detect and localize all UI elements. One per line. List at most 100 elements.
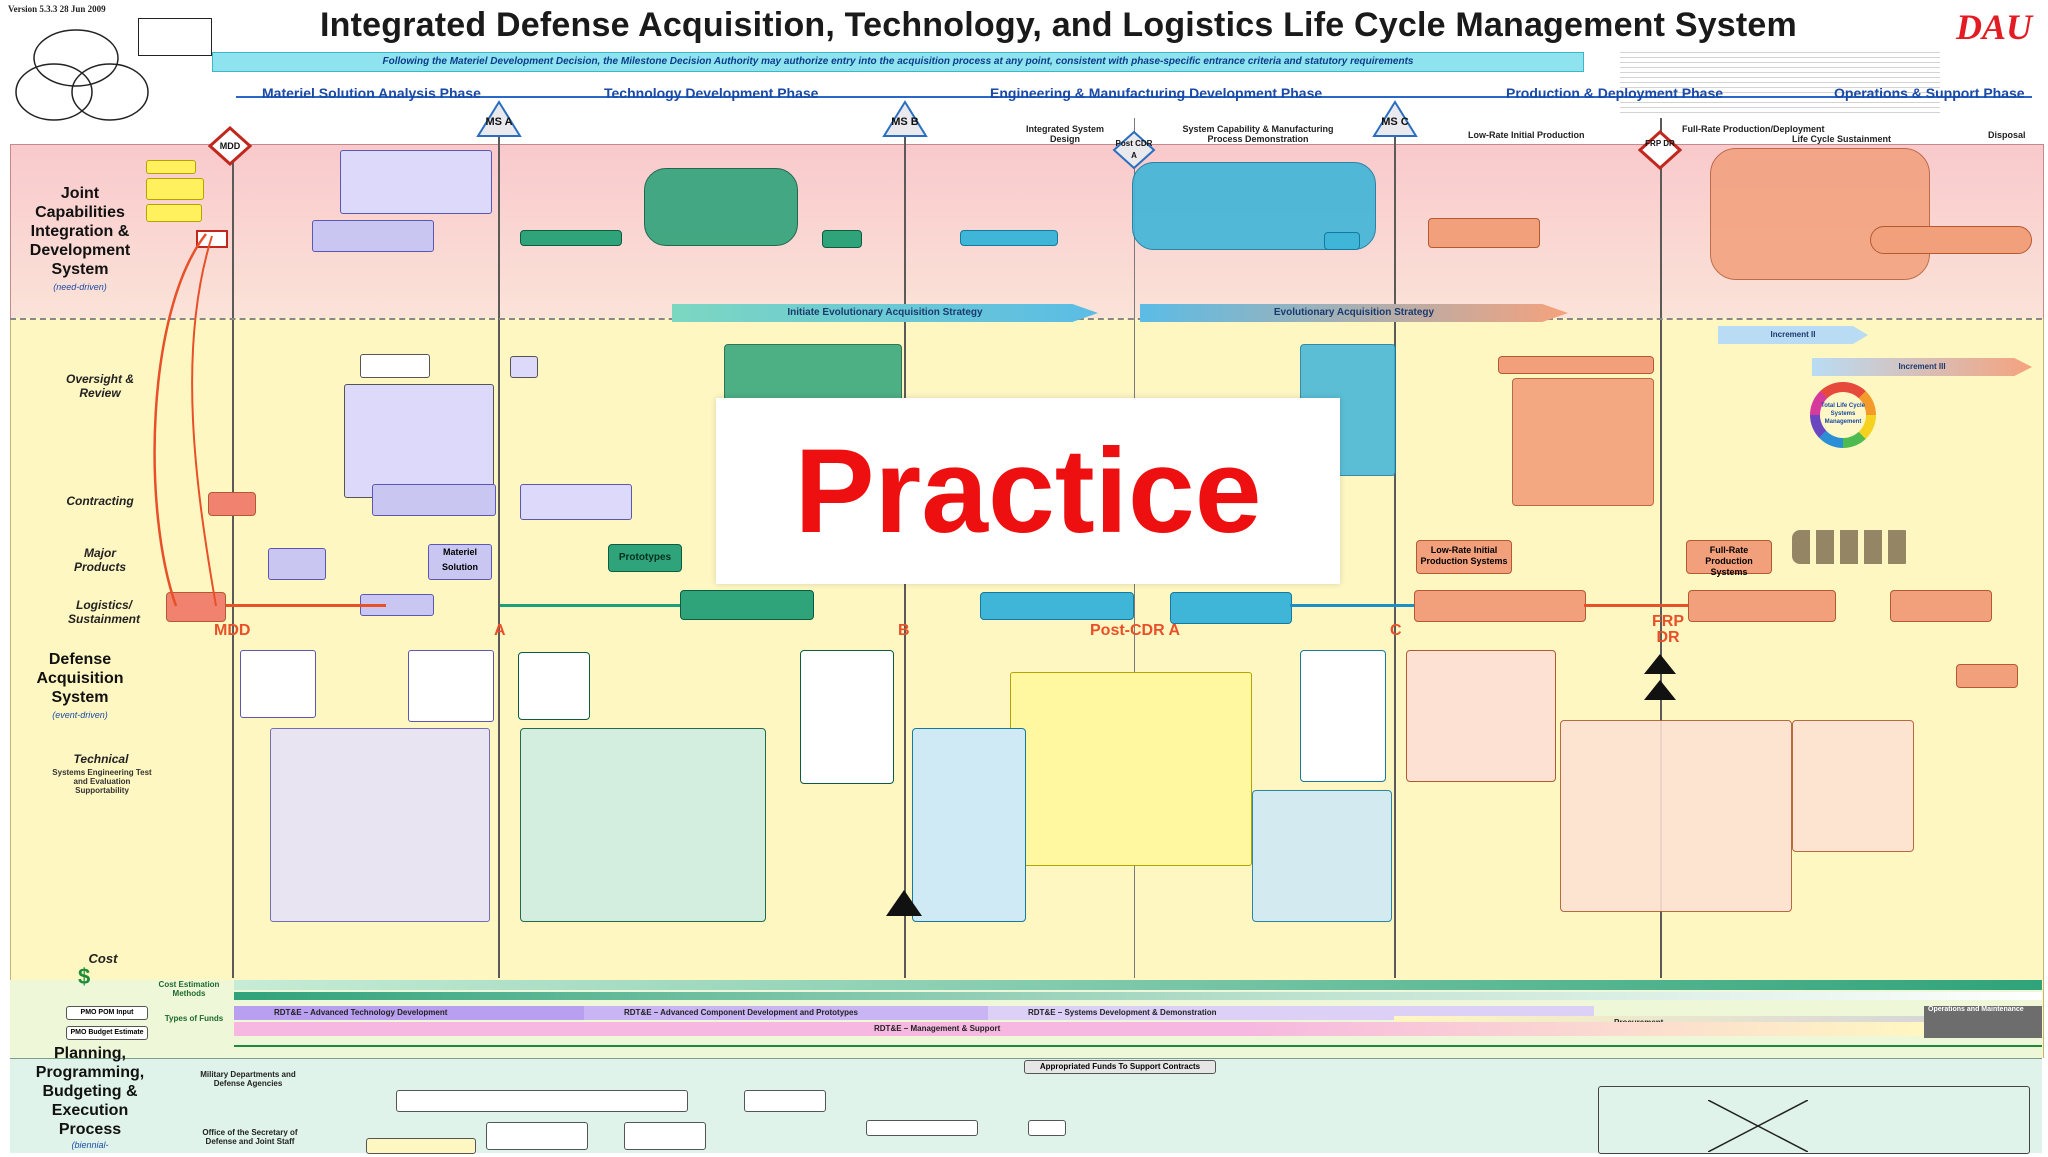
dollar-icon: $ [78,964,91,989]
cost-estimation-bar [234,980,2042,990]
fund-rdte-mgmt: RDT&E – Management & Support [234,1022,1924,1036]
tech-td-inputs [518,652,590,720]
letter-c: C [1390,622,1402,639]
tech-msa-outputs [408,650,494,722]
cost-estimation-label: Cost Estimation Methods [158,980,220,998]
logistics-emd [980,592,1134,620]
ppbe-pomsd [1028,1120,1066,1136]
letter-frp: FRP DR [1652,613,1684,646]
appropriated-funds: Appropriated Funds To Support Contracts [1024,1060,1216,1074]
milestone-b [882,100,928,146]
tank-icons [1792,530,1912,564]
fund-rdte-2: RDT&E – Advanced Component Development a… [584,1006,988,1020]
ppbe-cross-lines [1707,1099,1809,1153]
product-alt-materiel [268,548,326,580]
separator-frp [1660,118,1662,978]
tech-pd-cluster [1406,650,1556,782]
tech-os-cluster [1792,720,1914,852]
practice-watermark-box [716,398,1340,584]
pyramid-icon-frp [1640,652,1680,704]
row-cost: Cost [88,951,118,966]
right-intro-text [1620,48,1940,114]
milestone-post-cdr [1112,130,1156,170]
product-frp: Full-Rate Production Systems [1686,540,1772,577]
row-jcids: Joint Capabilities Integration & Develop… [29,185,131,278]
letter-b: B [898,622,910,639]
funding-arrows-row [234,1044,2042,1060]
ppbe-pom-budget-submit [744,1090,826,1112]
logistics-emd-2 [1170,592,1292,624]
jcids-jcd [146,178,204,200]
tech-msa-vee [270,728,490,922]
subphase-sustainment: Life Cycle Sustainment [1792,134,1892,144]
lifecycle-venn [14,18,164,126]
tech-msa-inputs [240,650,316,718]
jcids-amc [312,220,434,252]
ppbe-pom-budget [396,1090,688,1112]
page-title: Integrated Defense Acquisition, Technolo… [320,6,1797,44]
row-jcids-sub: (need-driven) [53,282,107,292]
separator-left [232,144,234,978]
row-logistics: Logistics/ Sustainment [67,598,140,626]
practice-watermark: Practice [794,424,1262,558]
milestone-c-label: MS C [1381,116,1409,128]
letter-post-cdr: Post-CDR A [1090,622,1181,639]
main-flow-arrow-3 [1290,604,1414,607]
fund-rdte-1: RDT&E – Advanced Technology Development [234,1006,584,1020]
letter-mdd: MDD [214,622,251,639]
tech-emd-right [1252,790,1392,922]
jcids-td-cluster [644,168,798,246]
ppbe-issue-resolution [866,1120,978,1136]
subphase-frp-deploy: Full-Rate Production/Deployment [1682,124,1825,134]
product-materiel-solution: Materiel Solution [428,544,492,580]
dod-support-box [138,18,212,56]
phase-os: Operations & Support Phase [1834,85,2025,101]
subphase-integrated-design: Integrated System Design [1025,124,1105,144]
mdd-banner: Following the Materiel Development Decis… [212,52,1584,72]
tech-acronym-box [1010,672,1252,866]
subphase-capability-demo: System Capability & Manufacturing Proces… [1182,124,1334,144]
logistics-os [1890,590,1992,622]
evolutionary-arrow-2: Evolutionary Acquisition Strategy [1140,304,1568,322]
main-flow-arrow-2 [500,604,680,607]
fund-om: Operations and Maintenance [1924,1006,2042,1038]
tech-emd-vee [912,728,1026,922]
evolutionary-arrow-1: Initiate Evolutionary Acquisition Strate… [672,304,1098,322]
subphase-lrip: Low-Rate Initial Production [1468,130,1585,140]
increment-3-arrow: Increment III [1812,358,2032,376]
milestone-c [1372,100,1418,146]
phase-rule [236,96,2032,98]
oversight-msa-box [344,384,494,498]
contract-msa [372,484,496,516]
version-label: Version 5.3.3 28 Jun 2009 [8,4,106,14]
oversight-pd-cluster [1512,378,1654,506]
row-contracting: Contracting [66,494,134,508]
milestone-a-label: MS A [485,116,513,128]
row-das: Defense Acquisition System [36,651,124,706]
tech-td-outputs [800,650,894,784]
jcids-os-cluster [1870,226,2032,254]
row-ppbe: Planning, Programming, Budgeting & Execu… [35,1045,145,1138]
milestone-mdd [207,125,253,167]
row-technical: Technical [73,752,129,766]
red-feedback-arc [136,230,246,610]
jcids-strategic-guidance [146,160,196,174]
jcids-pd-left [1428,218,1540,248]
tech-td-vee [520,728,766,922]
letter-a: A [494,622,506,639]
types-of-funds-label: Types of Funds [164,1014,224,1023]
row-das-sub: (event-driven) [52,710,108,720]
milestone-post-cdr-label: Post CDR A [1115,139,1153,160]
increment-2-arrow: Increment II [1718,326,1868,344]
jcids-cba [146,204,202,222]
row-ppbe-sub: (biennial- [71,1140,109,1150]
pmo-budget-estimate: PMO Budget Estimate [66,1026,148,1040]
life-cycle-wheel-center: Total Life Cycle Systems Management [1820,392,1866,438]
pyramid-icon-b [884,888,924,918]
separator-a [498,118,500,978]
jcids-pd-cluster [1710,148,1930,280]
logistics-pd [1414,590,1586,622]
milestone-b-label: MS B [891,116,919,128]
row-oversight: Oversight & Review [65,372,134,400]
milestone-a [476,100,522,146]
